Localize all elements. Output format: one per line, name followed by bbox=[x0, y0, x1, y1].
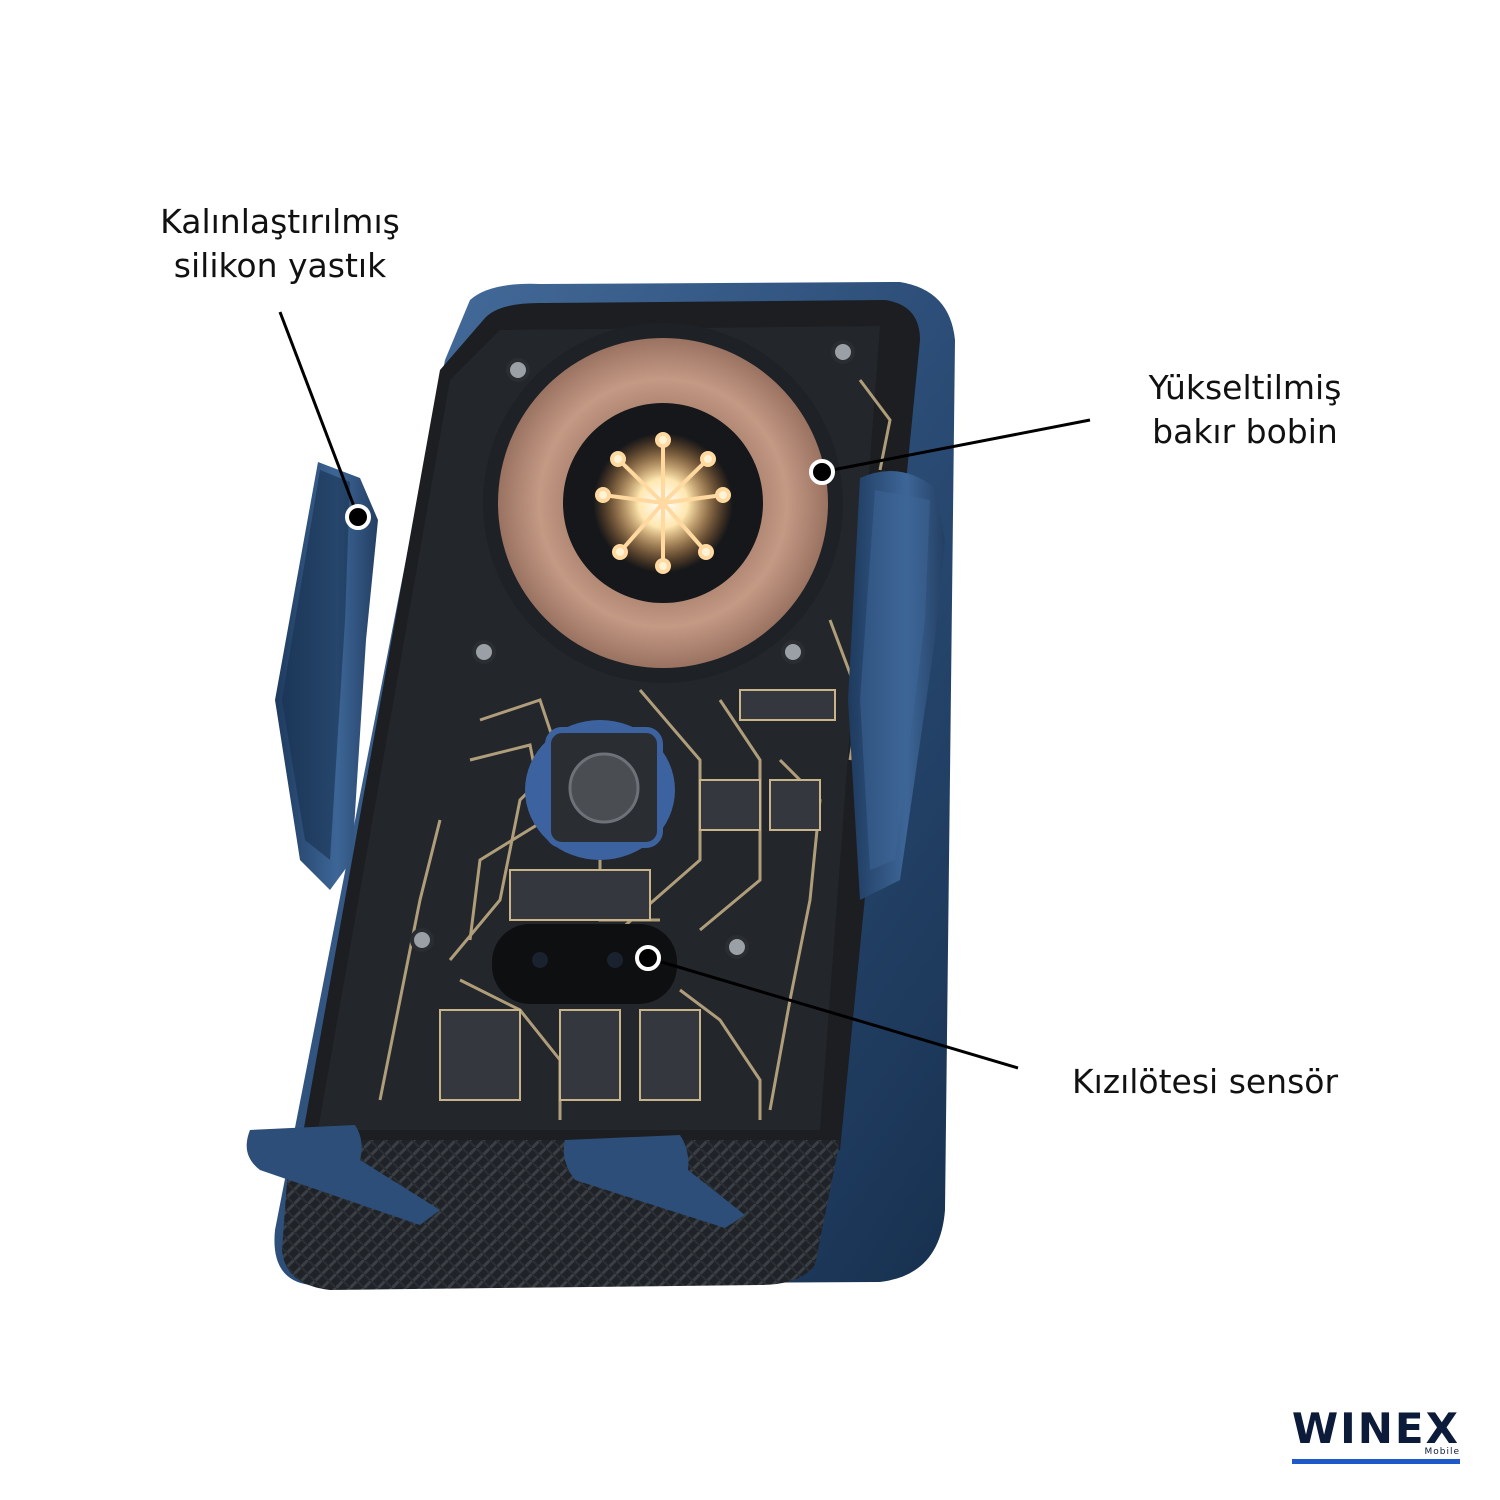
brand-logo-sub: Mobile bbox=[1424, 1447, 1460, 1457]
silicone-pad-label: Kalınlaştırılmış silikon yastık bbox=[120, 200, 440, 288]
callout-sensor bbox=[635, 945, 1019, 1070]
screws bbox=[410, 340, 855, 959]
ir-sensor-label: Kızılötesi sensör bbox=[1071, 1062, 1339, 1101]
brand-logo-word: WINEX bbox=[1291, 1404, 1460, 1453]
circuit-components bbox=[439, 689, 836, 1101]
left-clamp-arm bbox=[275, 462, 378, 890]
copper-coil-label-line2: bakır bobin bbox=[1152, 412, 1338, 451]
silicone-pad-label-line2: silikon yastık bbox=[173, 246, 387, 285]
brand-logo-bar bbox=[1291, 1459, 1460, 1464]
callout-coil bbox=[809, 418, 1091, 485]
brand-logo: WINEX Mobile bbox=[1291, 1404, 1460, 1464]
glow-star-icon bbox=[595, 432, 731, 574]
right-clamp-arm bbox=[848, 470, 945, 900]
silicone-pad-label-line1: Kalınlaştırılmış bbox=[160, 202, 400, 241]
callout-silicone bbox=[278, 311, 371, 530]
copper-coil-label-line1: Yükseltilmiş bbox=[1148, 368, 1342, 407]
cooling-fan bbox=[525, 720, 675, 860]
copper-coil-label: Yükseltilmiş bakır bobin bbox=[1095, 366, 1395, 454]
bottom-base bbox=[246, 1125, 840, 1290]
ir-sensor-window bbox=[492, 924, 677, 1004]
